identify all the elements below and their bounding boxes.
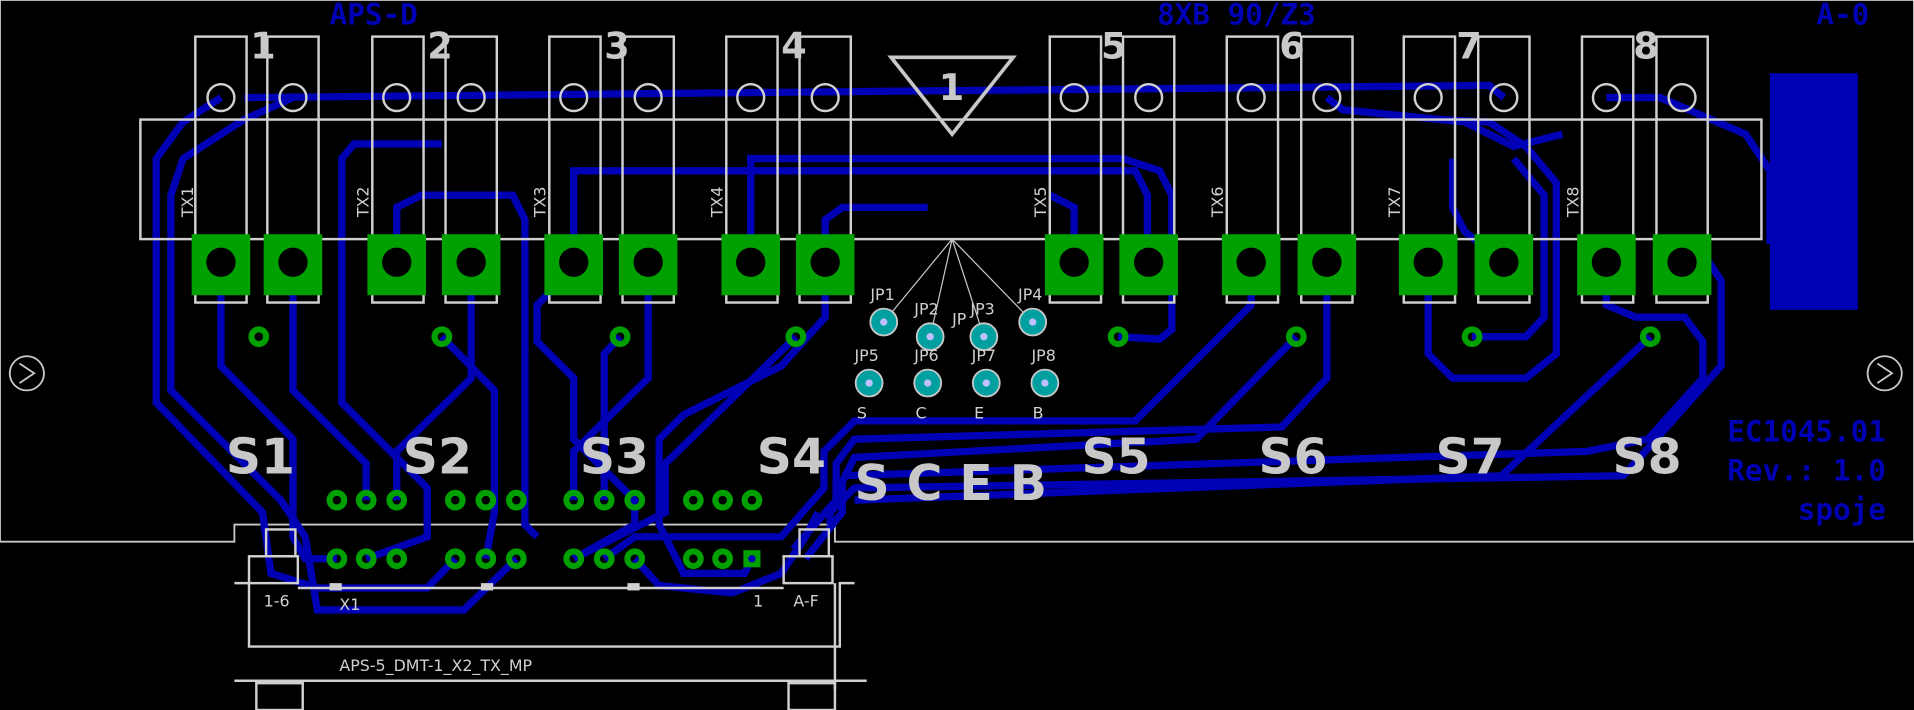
switch-label: S7: [1436, 428, 1505, 485]
connector-x1[interactable]: 1-6 X1 1 A-F APS-5_DMT-1_X2_TX_MP: [234, 489, 867, 710]
connector-left-label: 1-6: [264, 591, 290, 610]
connector-value: APS-5_DMT-1_X2_TX_MP: [339, 656, 532, 676]
jumper-label: JP3: [969, 300, 994, 319]
relay-number: 3: [604, 25, 629, 68]
jumper-label: JP5: [853, 346, 878, 365]
relay-label: TX4: [708, 187, 727, 219]
relay-label: TX3: [531, 187, 550, 219]
relay-tx6[interactable]: 6 TX6: [1208, 25, 1357, 304]
jumper-label: JP1: [869, 285, 894, 304]
relay-label: TX1: [178, 187, 197, 219]
switch-label: S2: [403, 428, 472, 485]
relay-tx4[interactable]: 4 TX4: [708, 25, 855, 304]
relay-label: TX6: [1208, 187, 1227, 219]
switch-label: S5: [1082, 428, 1151, 485]
switch-label: S4: [757, 428, 826, 485]
relay-number: 4: [781, 25, 806, 68]
jumper-label: JP8: [1030, 346, 1055, 365]
fiducial-triangle: 1: [887, 55, 1017, 138]
relay-row-outline: [139, 118, 1763, 241]
relay-label: TX5: [1031, 187, 1050, 219]
copper-traces: [152, 81, 1774, 614]
jumper-label: JP7: [971, 346, 996, 365]
switch-label: S6: [1259, 428, 1328, 485]
svg-text:1: 1: [939, 66, 964, 109]
jumper-label: JP2: [913, 300, 938, 319]
vias: [248, 326, 1661, 348]
relay-tx5[interactable]: 5 TX5: [1031, 25, 1178, 304]
switch-label: S8: [1612, 428, 1681, 485]
switch-label: S1: [226, 428, 295, 485]
connector-right-label: A-F: [793, 591, 818, 610]
relay-number: 6: [1279, 25, 1304, 68]
jumper-pin-label: C: [915, 403, 926, 422]
relay-number: 8: [1633, 25, 1658, 68]
top-text-left: APS-D: [330, 0, 418, 31]
relay-label: TX2: [354, 187, 373, 219]
relay-number: 7: [1456, 25, 1481, 68]
mounting-hole-left: [8, 355, 45, 392]
switch-label: S3: [580, 428, 649, 485]
jumper-label: JP4: [1017, 285, 1042, 304]
relay-number: 2: [427, 25, 452, 68]
jumper-pin-label: E: [974, 403, 984, 422]
relay-tx1[interactable]: 1 TX1: [178, 25, 323, 304]
connector-name: X1: [339, 595, 360, 614]
top-text-right: A-0: [1816, 0, 1869, 31]
connector-pin1-label: 1: [753, 591, 763, 610]
board-id-text: EC1045.01: [1727, 415, 1886, 449]
relay-number: 5: [1101, 25, 1126, 68]
mounting-hole-right: [1866, 355, 1903, 392]
relay-number: 1: [250, 25, 275, 68]
jumper-block[interactable]: JP1 JP2 JP3 JP4 JP5 JP6 JP7 JP8 JP S C E…: [853, 285, 1060, 422]
top-text-mid: 8XB 90/Z3: [1157, 0, 1316, 31]
jumper-pin-label: B: [1033, 403, 1044, 422]
revision-text: Rev.: 1.0: [1727, 454, 1886, 488]
copper-fill-block: [1769, 73, 1858, 310]
jumper-extra-label: JP: [951, 310, 967, 329]
relay-label: TX8: [1563, 187, 1582, 219]
jumper-pin-label: S: [857, 403, 867, 422]
relay-tx2[interactable]: 2 TX2: [354, 25, 501, 304]
relay-tx7[interactable]: 7 TX7: [1385, 25, 1534, 304]
jumper-label: JP6: [913, 346, 938, 365]
layer-text: spoje: [1798, 493, 1886, 527]
relay-tx8[interactable]: 8 TX8: [1563, 25, 1712, 304]
relay-tx3[interactable]: 3 TX3: [531, 25, 678, 304]
sceb-label: S C E B: [854, 455, 1047, 512]
relay-label: TX7: [1385, 187, 1404, 219]
jumper-ratsnest: [883, 238, 1034, 337]
